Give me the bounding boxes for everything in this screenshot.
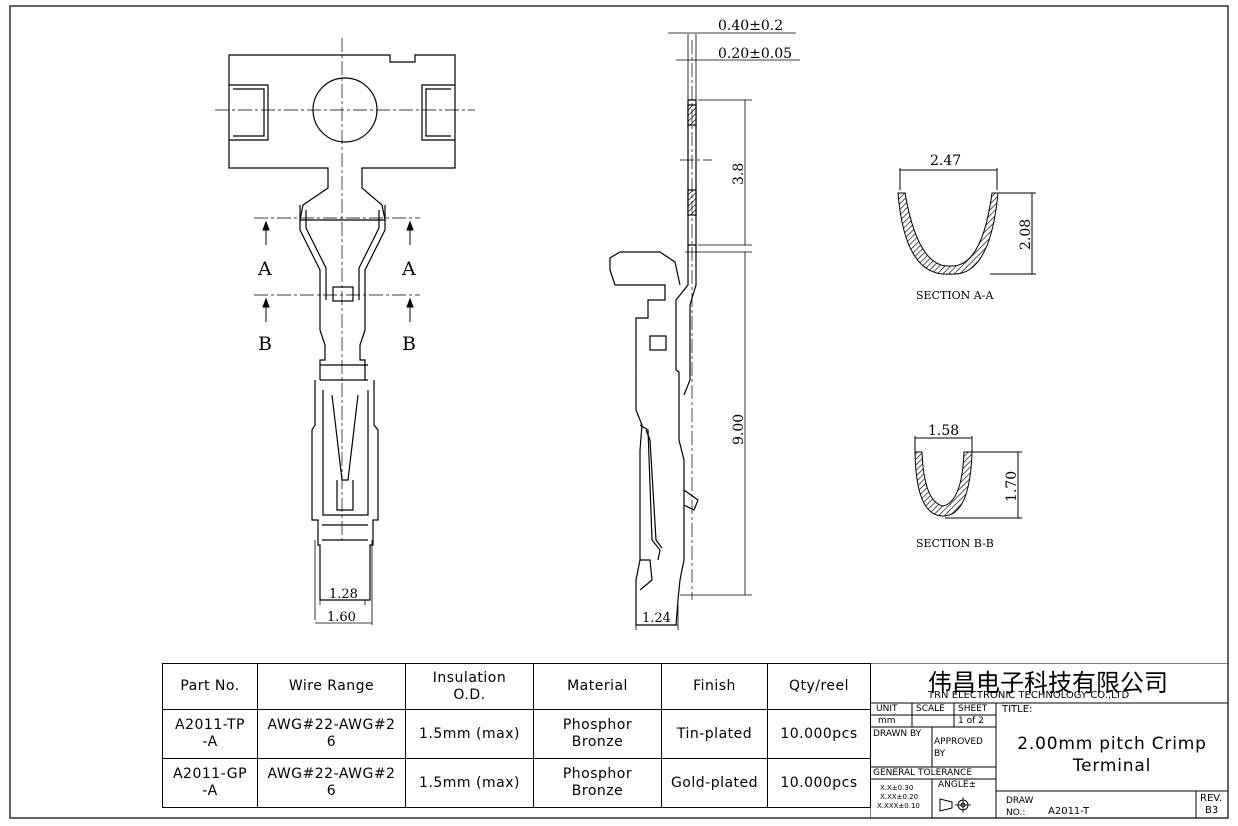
sheet-label: SHEET — [958, 704, 988, 714]
unit-label: UNIT — [876, 704, 898, 714]
cell-insulation: 1.5mm (max) — [405, 758, 534, 808]
scale-label: SCALE — [916, 704, 945, 714]
cell-part-no: A2011-GP -A — [162, 758, 258, 808]
dim-0-20: 0.20±0.05 — [718, 46, 792, 62]
dim-1-24: 1.24 — [642, 611, 671, 626]
section-arrows — [262, 220, 414, 322]
dim-2-08: 2.08 — [1018, 219, 1034, 250]
dim-1-58: 1.58 — [928, 423, 959, 439]
dim-9-00: 9.00 — [731, 414, 747, 445]
dim-0-40: 0.40±0.2 — [718, 18, 783, 34]
cell-material: Phosphor Bronze — [533, 758, 662, 808]
dim-1-70: 1.70 — [1004, 471, 1020, 502]
front-centerlines — [215, 38, 475, 540]
dim-2-47: 2.47 — [930, 153, 961, 169]
spec-table: Part No. Wire Range Insulation O.D. Mate… — [162, 663, 871, 808]
header-material: Material — [533, 663, 662, 710]
dim-1-28: 1.28 — [329, 587, 358, 602]
section-b-label: SECTION B-B — [916, 537, 994, 550]
general-tolerance-label: GENERAL TOLERANCE — [873, 768, 973, 778]
angle-label: ANGLE± — [938, 780, 977, 790]
table-row: A2011-GP -A AWG#22-AWG#2 6 1.5mm (max) P… — [162, 758, 871, 808]
cell-qty: 10.000pcs — [767, 709, 871, 759]
section-mark-a-left: A — [257, 258, 272, 280]
header-part-no: Part No. — [162, 663, 258, 710]
cell-qty: 10.000pcs — [767, 758, 871, 808]
front-view — [228, 54, 456, 625]
cell-wire-range: AWG#22-AWG#2 6 — [257, 758, 406, 808]
section-mark-b-right: B — [402, 333, 416, 355]
header-insulation: Insulation O.D. — [405, 663, 534, 710]
cell-finish: Gold-plated — [661, 758, 768, 808]
drawing-title: 2.00mm pitch Crimp Terminal — [1017, 734, 1207, 776]
company-name-en: TRN ELECTRONIC TECHNOLOGY CO.,LTD — [928, 690, 1130, 701]
table-row: A2011-TP -A AWG#22-AWG#2 6 1.5mm (max) P… — [162, 709, 871, 759]
company-name-cn: 伟昌电子科技有限公司 — [928, 669, 1168, 697]
section-a-label: SECTION A-A — [916, 289, 994, 302]
side-centerlines — [680, 40, 712, 600]
side-view — [609, 99, 699, 626]
section-a-view — [897, 168, 1036, 275]
tolerance-1: X.X±0.30 — [880, 784, 914, 792]
header-finish: Finish — [661, 663, 768, 710]
sheet-value: 1 of 2 — [958, 716, 984, 726]
dim-3-8: 3.8 — [731, 163, 747, 185]
unit-value: mm — [878, 716, 896, 726]
rev-label: REV. — [1200, 793, 1222, 804]
tolerance-3: X.XXX±0.10 — [877, 802, 920, 810]
cell-finish: Tin-plated — [661, 709, 768, 759]
cell-material: Phosphor Bronze — [533, 709, 662, 759]
tolerance-2: X.XX±0.20 — [880, 793, 919, 801]
section-mark-b-left: B — [258, 333, 272, 355]
draw-no-value: A2011-T — [1048, 806, 1090, 817]
title-block-grid — [870, 663, 1228, 818]
projection-symbol-icon — [939, 797, 971, 813]
side-dimensions — [635, 32, 800, 630]
cell-insulation: 1.5mm (max) — [405, 709, 534, 759]
header-wire-range: Wire Range — [257, 663, 406, 710]
drawing-border — [9, 5, 1229, 819]
cell-wire-range: AWG#22-AWG#2 6 — [257, 709, 406, 759]
rev-value: B3 — [1205, 805, 1219, 816]
drawn-by-label: DRAWN BY — [873, 729, 922, 739]
dim-1-60: 1.60 — [327, 610, 356, 625]
table-header-row: Part No. Wire Range Insulation O.D. Mate… — [162, 663, 871, 710]
section-mark-a-right: A — [401, 258, 416, 280]
draw-no-label: DRAW NO.: — [1006, 796, 1034, 818]
section-b-view — [914, 436, 1022, 519]
title-block: 伟昌电子科技有限公司 TRN ELECTRONIC TECHNOLOGY CO.… — [870, 663, 1228, 818]
title-label: TITLE: — [1002, 704, 1033, 715]
cell-part-no: A2011-TP -A — [162, 709, 258, 759]
header-qty-reel: Qty/reel — [767, 663, 871, 710]
approved-by-label: APPROVED BY — [934, 737, 983, 759]
